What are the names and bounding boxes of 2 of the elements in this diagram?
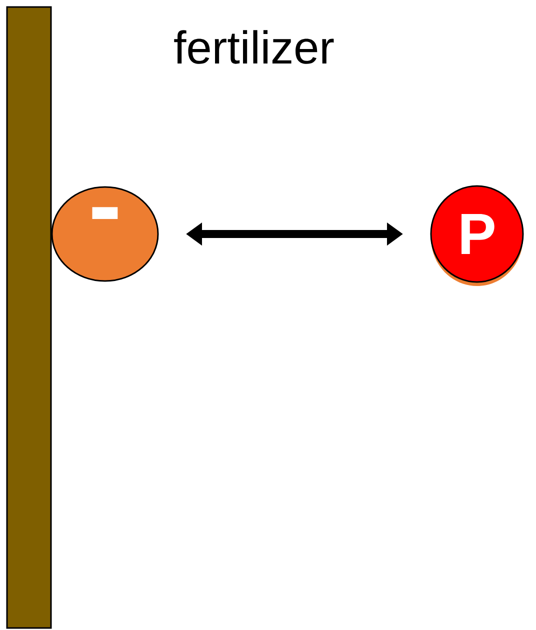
bar bbox=[6, 6, 52, 629]
title: fertilizer bbox=[174, 30, 334, 64]
